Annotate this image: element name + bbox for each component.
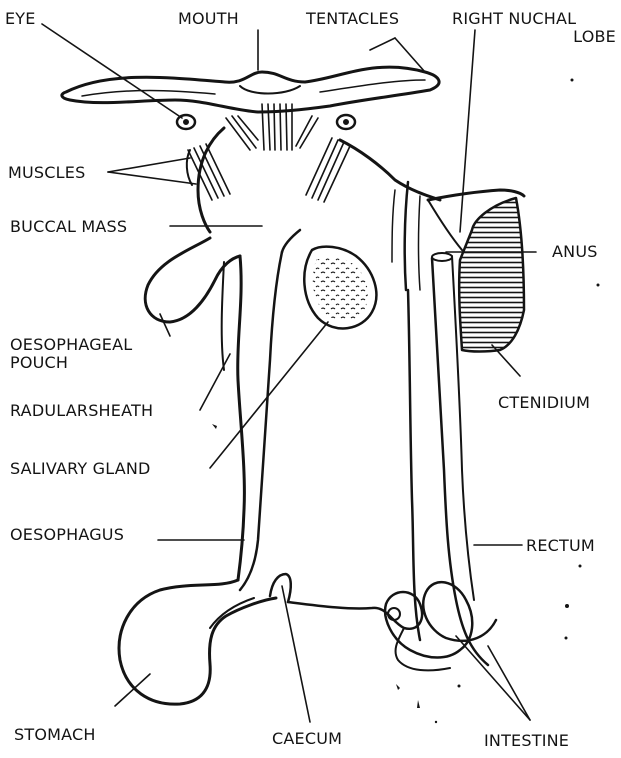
label-buccal-mass: BUCCAL MASS xyxy=(10,218,127,236)
head-tentacle-band xyxy=(62,67,439,112)
right-body-top xyxy=(340,140,440,200)
oesophagus-left-wall xyxy=(238,256,245,580)
label-eye: EYE xyxy=(5,10,36,28)
ctenidium xyxy=(459,198,524,352)
label-tentacles: TENTACLES xyxy=(306,10,399,28)
label-ctenidium: CTENIDIUM xyxy=(498,394,590,412)
label-oesophageal-pouch-line1: OESOPHAGEAL xyxy=(10,336,132,354)
nuchal-lobe xyxy=(428,190,524,200)
label-caecum: CAECUM xyxy=(272,730,342,748)
radular-sheath xyxy=(222,262,224,370)
oesophageal-pouch xyxy=(145,238,240,322)
label-salivary-gland: SALIVARY GLAND xyxy=(10,460,151,478)
label-oesophageal-pouch-line2: POUCH xyxy=(10,354,68,372)
right-body-wall xyxy=(408,290,420,640)
label-intestine: INTESTINE xyxy=(484,732,569,750)
label-radular-sheath: RADULARSHEATH xyxy=(10,402,153,420)
label-stomach: STOMACH xyxy=(14,726,96,744)
oesophagus-right-wall xyxy=(240,252,282,590)
label-muscles: MUSCLES xyxy=(8,164,85,182)
label-anus: ANUS xyxy=(552,243,598,261)
leader-lines xyxy=(42,24,536,722)
label-right-nuchal-lobe-line1: RIGHT NUCHAL xyxy=(452,10,576,28)
label-oesophagus: OESOPHAGUS xyxy=(10,526,124,544)
label-right-nuchal-lobe-line2: LOBE xyxy=(560,28,616,46)
label-rectum: RECTUM xyxy=(526,537,595,555)
label-mouth: MOUTH xyxy=(178,10,239,28)
mouth-bulge xyxy=(240,86,300,94)
